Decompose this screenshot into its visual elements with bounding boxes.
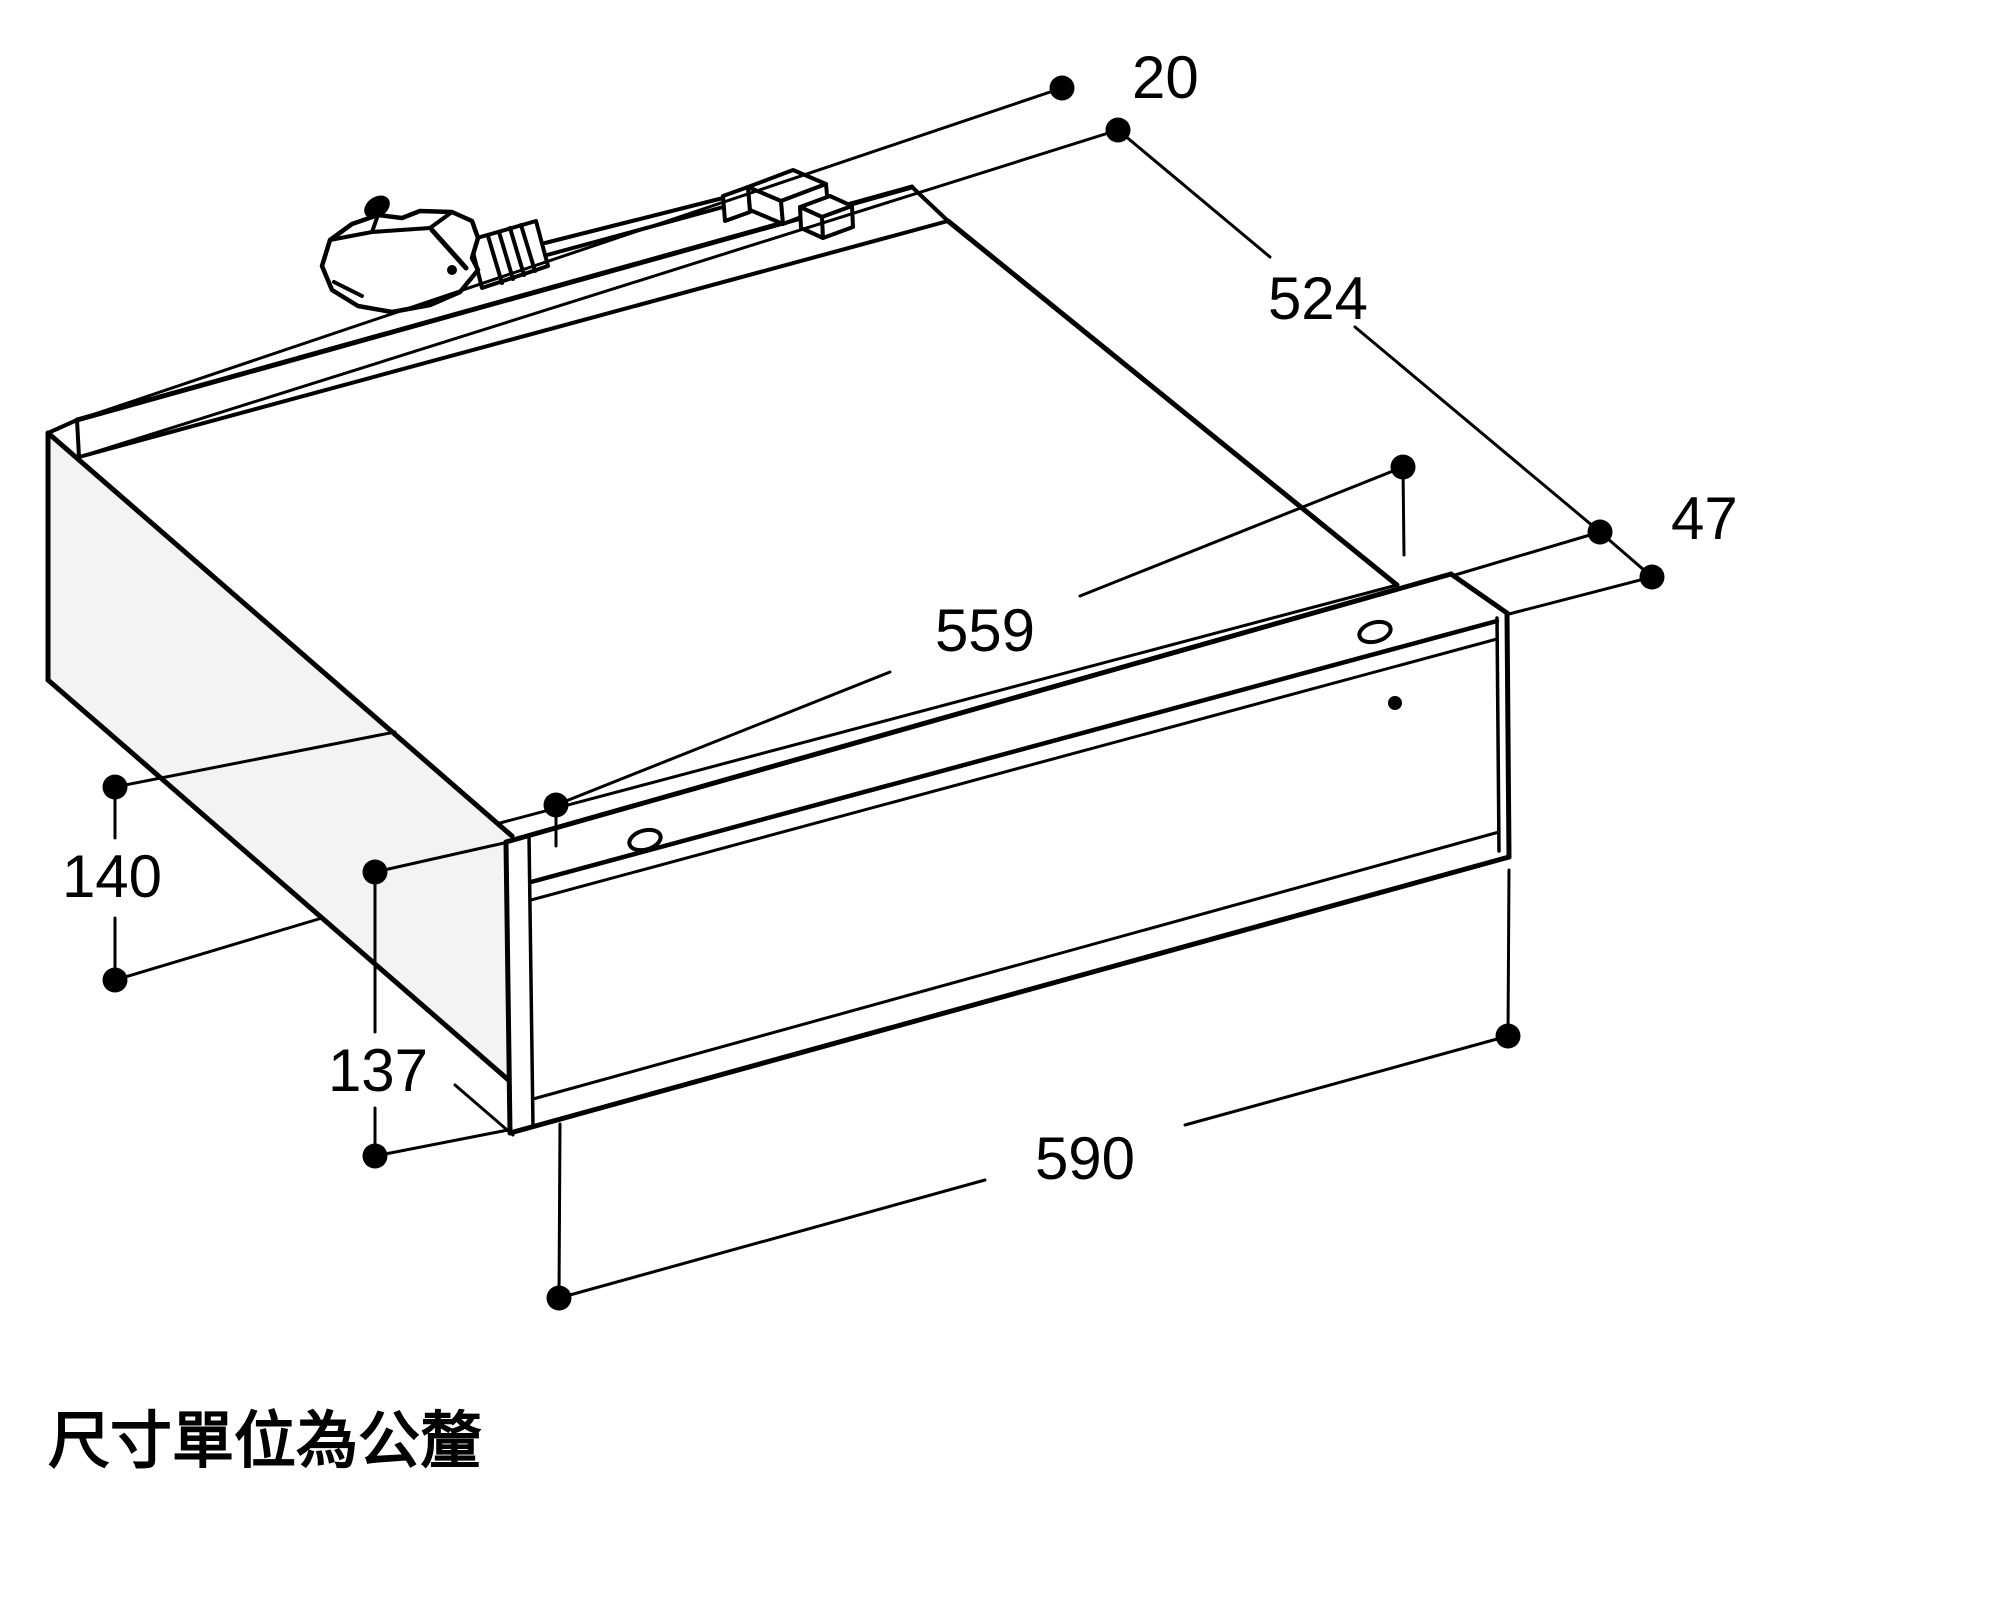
dim-label-590: 590 [1035,1125,1135,1192]
dim-590-front-width: 590 [546,868,1521,1311]
screw-hole-left [627,827,663,853]
dim-label-20: 20 [1132,44,1199,111]
dim-label-140: 140 [62,843,162,910]
cabinet-body [45,184,1400,1137]
panel-pin-hole [1388,696,1402,710]
dim-label-47: 47 [1671,485,1738,552]
units-caption: 尺寸單位為公釐 [48,1404,482,1477]
dim-137-front-height: 137 [328,841,510,1169]
dim-559-inner-width: 559 [543,454,1416,848]
screw-hole-right [1357,619,1393,645]
power-cord-assembly [319,168,855,315]
earth-pin [364,195,390,219]
side-panel-face [48,433,512,1083]
strain-relief-ribs [468,219,550,290]
top-face [79,221,1397,823]
dimensions: 20 524 47 559 [62,44,1738,1311]
dim-label-559: 559 [935,597,1035,664]
dim-47-overhang: 47 [1453,485,1738,616]
power-plug-icon [319,195,481,315]
drawer-front-panel [503,571,1512,1136]
dim-524-depth: 524 [1116,128,1602,534]
dim-140-body-height: 140 [62,730,397,993]
dim-label-137: 137 [328,1037,428,1104]
dim-label-524: 524 [1268,265,1368,332]
cable-connector [721,168,855,240]
